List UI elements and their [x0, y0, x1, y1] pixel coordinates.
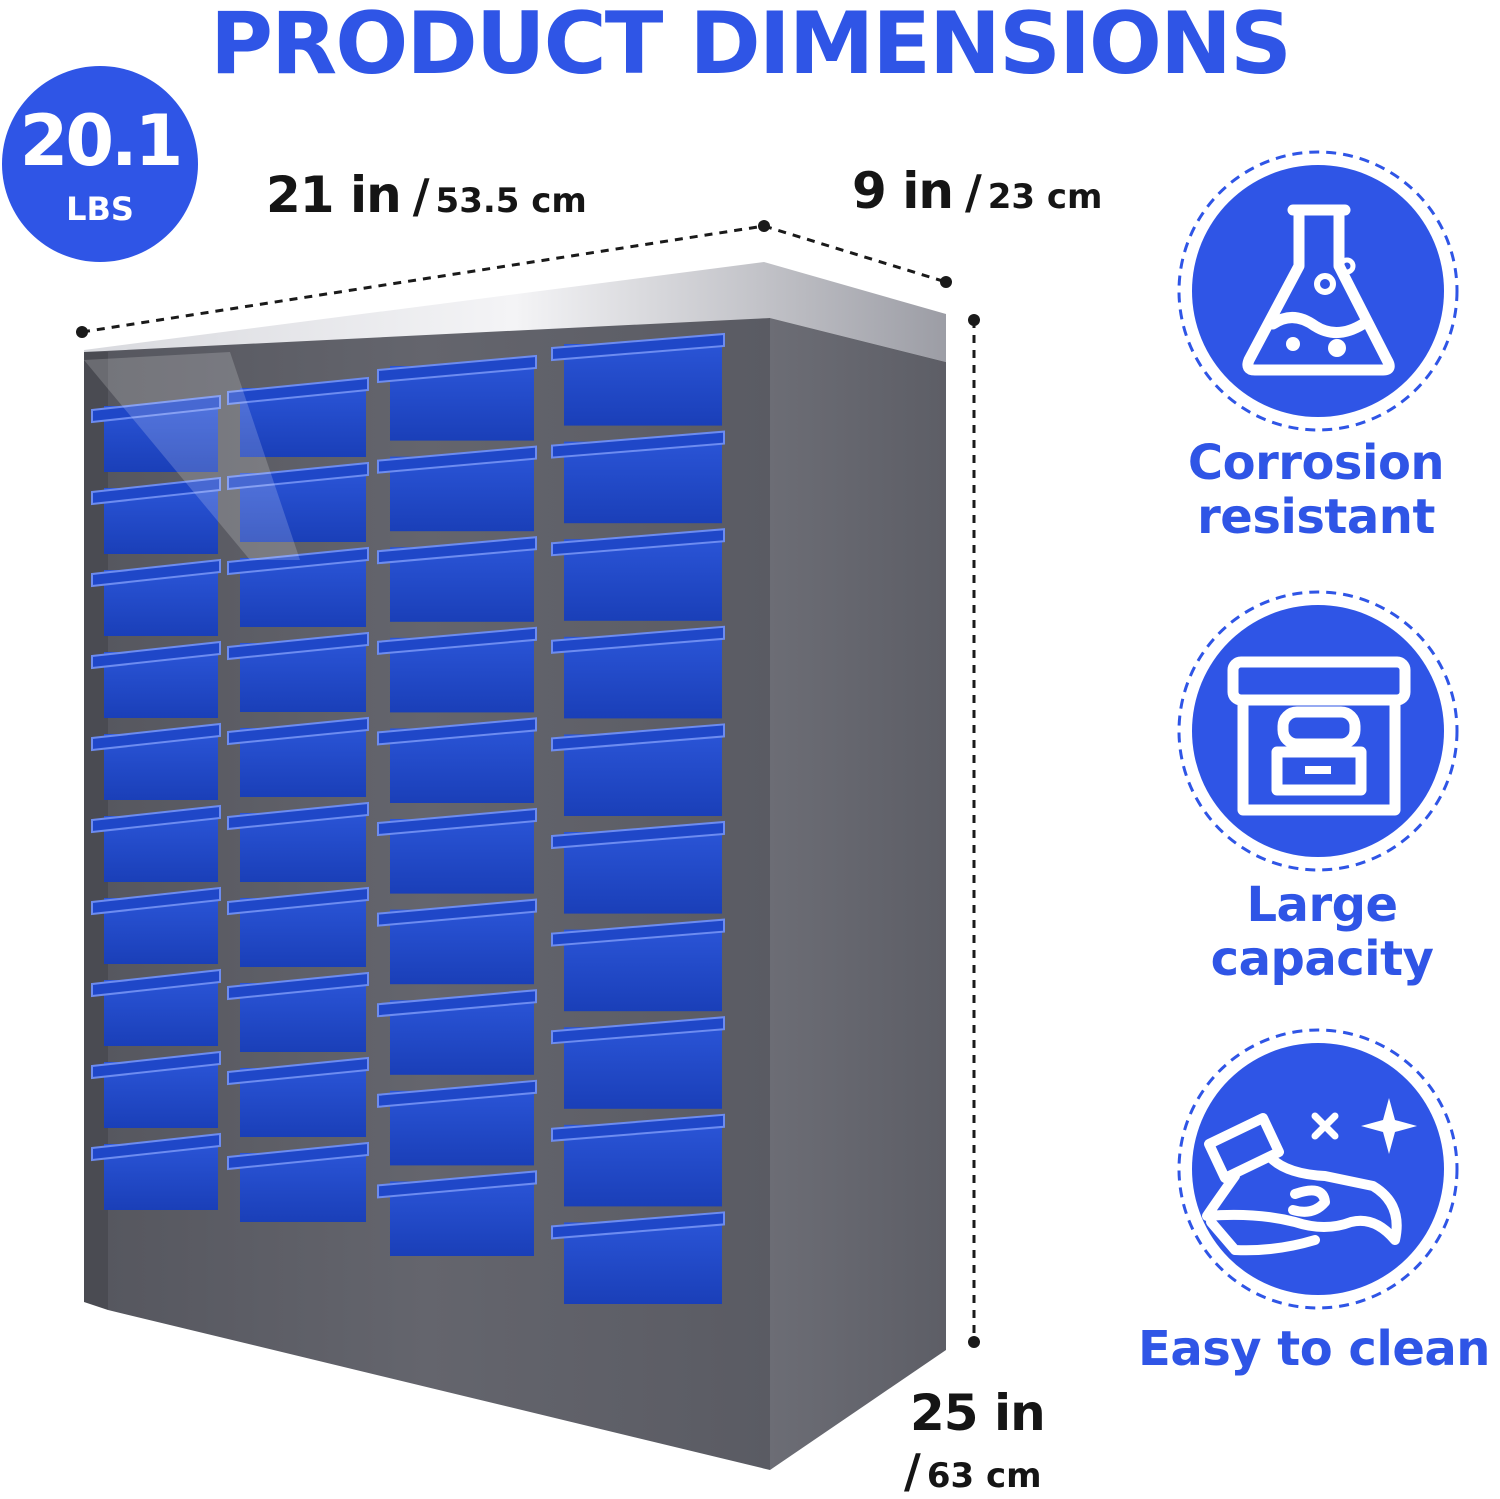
drawer-handle[interactable] — [91, 722, 221, 752]
drawer-handle[interactable] — [227, 801, 369, 831]
feature-label-line1: Corrosion — [1187, 435, 1445, 491]
height-separator: / — [904, 1444, 921, 1498]
glare-highlight — [84, 352, 300, 560]
height-dimension-label: 25 in /63 cm — [904, 1384, 1046, 1498]
drawer-handle[interactable] — [377, 807, 537, 837]
feature-label-corrosion: Corrosion resistant — [1106, 436, 1500, 544]
drawer-handle[interactable] — [227, 1056, 369, 1086]
drawer-grid — [91, 332, 725, 1304]
drawer-handle[interactable] — [227, 376, 369, 406]
width-centimeters: 53.5 cm — [435, 181, 587, 221]
weight-badge: 20.1 LBS — [2, 66, 198, 262]
drawer-handle[interactable] — [377, 626, 537, 655]
drawer-handle[interactable] — [91, 1050, 221, 1080]
drawer-handle[interactable] — [377, 1170, 537, 1199]
weight-unit: LBS — [66, 190, 134, 228]
drawer-handle[interactable] — [551, 1211, 725, 1240]
feature-label-line2: capacity — [1210, 931, 1434, 987]
drawer-handle[interactable] — [551, 820, 725, 850]
depth-separator: / — [964, 165, 982, 219]
drawer-handle[interactable] — [551, 332, 725, 362]
drawer-handle[interactable] — [377, 354, 537, 384]
storage-box-icon — [1177, 590, 1459, 872]
cabinet-top — [84, 262, 946, 362]
depth-inches: 9 in — [852, 162, 954, 220]
drawer-handle[interactable] — [91, 886, 221, 916]
feature-label-line2: resistant — [1197, 489, 1435, 545]
page-title: PRODUCT DIMENSIONS — [210, 0, 1292, 94]
feature-label-clean: Easy to clean — [1104, 1322, 1500, 1376]
feature-label-line1: Large — [1246, 877, 1398, 933]
height-inches: 25 in — [910, 1384, 1046, 1442]
feature-label-capacity: Large capacity — [1112, 878, 1500, 986]
drawer-handle[interactable] — [227, 546, 369, 576]
drawer-handle[interactable] — [377, 898, 537, 927]
drawer-handle[interactable] — [227, 631, 369, 661]
drawer-handle[interactable] — [227, 716, 369, 746]
drawer-handle[interactable] — [91, 394, 221, 424]
height-centimeters: 63 cm — [926, 1456, 1042, 1496]
drawer-handle[interactable] — [227, 461, 369, 491]
cabinet-side — [770, 318, 946, 1470]
drawer-handle[interactable] — [91, 968, 221, 998]
width-dimension-line — [81, 224, 765, 334]
depth-dimension-label: 9 in/23 cm — [852, 162, 1102, 220]
drawer-handle[interactable] — [377, 445, 537, 474]
depth-centimeters: 23 cm — [987, 177, 1103, 217]
flask-icon — [1177, 150, 1459, 432]
drawer-handle[interactable] — [91, 1132, 221, 1162]
drawer-handle[interactable] — [377, 536, 537, 565]
drawer-handle[interactable] — [227, 886, 369, 916]
drawer-handle[interactable] — [91, 640, 221, 670]
drawer-handle[interactable] — [551, 918, 725, 947]
drawer-handle[interactable] — [91, 476, 221, 506]
drawer-handle[interactable] — [377, 717, 537, 746]
drawer-handle[interactable] — [377, 1079, 537, 1108]
weight-value: 20.1 — [19, 100, 184, 182]
dimension-endpoints — [76, 220, 980, 1348]
drawer-handle[interactable] — [551, 625, 725, 654]
width-dimension-label: 21 in/53.5 cm — [266, 166, 587, 224]
drawer-handle[interactable] — [551, 528, 725, 557]
drawer-handle[interactable] — [227, 971, 369, 1001]
dimension-lines — [81, 224, 976, 1342]
drawer-handle[interactable] — [551, 430, 725, 459]
drawer-handle[interactable] — [377, 989, 537, 1018]
width-separator: / — [412, 169, 430, 223]
drawer-handle[interactable] — [91, 558, 221, 588]
depth-dimension-line — [763, 224, 947, 284]
feature-label-line1: Easy to clean — [1138, 1321, 1490, 1377]
drawer-handle[interactable] — [551, 723, 725, 752]
cleaning-hand-icon — [1177, 1028, 1459, 1310]
drawer-handle[interactable] — [551, 1113, 725, 1142]
drawer-handle[interactable] — [227, 1141, 369, 1171]
drawer-handle[interactable] — [551, 1016, 725, 1045]
drawer-handle[interactable] — [91, 804, 221, 834]
width-inches: 21 in — [266, 166, 402, 224]
